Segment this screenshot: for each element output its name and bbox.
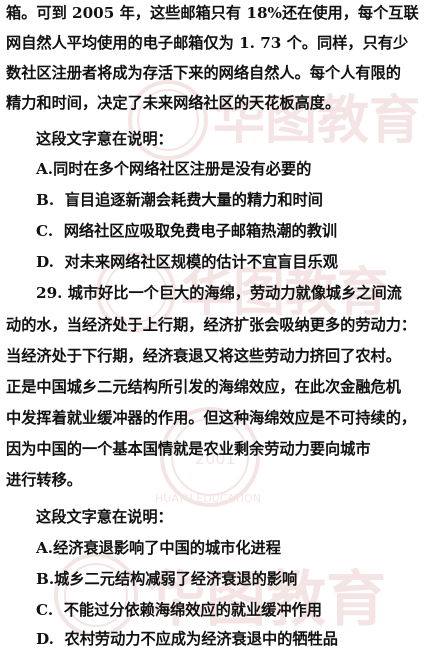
option-letter: B. <box>36 191 55 209</box>
option-b: B. 盲目追逐新潮会耗费大量的精力和时间 <box>36 189 422 211</box>
option-a: A.经济衰退影响了中国的城市化进程 <box>36 537 422 559</box>
option-text: 同时在多个网络社区注册是没有必要的 <box>53 160 312 178</box>
option-c: C. 网络社区应吸取免费电子邮箱热潮的教训 <box>36 220 422 242</box>
question-stem-line: 动的水，当经济处于上行期，经济扩张会吸纳更多的劳动力： <box>6 316 417 334</box>
option-c: C. 不能过分依赖海绵效应的就业缓冲作用 <box>36 599 422 621</box>
passage-line: 网自然人平均使用的电子邮箱仅为 1. 73 个。同样，只有少 <box>6 34 409 52</box>
question-prompt: 这段文字意在说明： <box>36 508 173 526</box>
option-text: 不能过分依赖海绵效应的就业缓冲作用 <box>63 601 322 619</box>
question-stem-line: 29. 城市好比一个巨大的海绵，劳动力就像城乡之间流 <box>36 284 402 302</box>
question-stem-line: 正是中国城乡二元结构所引发的海绵效应，在此次金融危机 <box>6 378 401 396</box>
option-d: D. 对未来网络社区规模的估计不宜盲目乐观 <box>36 251 422 273</box>
passage-line: 箱。可到 2005 年，这些邮箱只有 18%还在使用，每个互联 <box>6 4 419 22</box>
option-letter: A. <box>36 160 54 178</box>
passage-line: 精力和时间，决定了未来网络社区的天花板高度。 <box>6 94 341 112</box>
option-text: 对未来网络社区规模的估计不宜盲目乐观 <box>64 253 338 271</box>
option-letter: D. <box>36 253 54 271</box>
option-d: D. 农村劳动力不应成为经济衰退中的牺牲品 <box>36 628 422 650</box>
question-stem-line: 进行转移。 <box>6 471 82 489</box>
option-text: 城乡二元结构减弱了经济衰退的影响 <box>54 570 298 588</box>
watermark-en-text: HUATU EDUCATION <box>155 492 261 505</box>
option-text: 经济衰退影响了中国的城市化进程 <box>53 539 281 557</box>
question-stem-line: 中发挥着就业缓冲器的作用。但这种海绵效应是不可持续的， <box>6 409 417 427</box>
option-letter: C. <box>36 601 54 619</box>
question-prompt: 这段文字意在说明： <box>36 130 173 148</box>
passage-line: 数社区注册者将成为存活下来的网络自然人。每个人有限的 <box>6 64 401 82</box>
question-stem-line: 当经济处于下行期，经济衰退又将这些劳动力挤回了农村。 <box>6 347 401 365</box>
option-a: A.同时在多个网络社区注册是没有必要的 <box>36 158 422 180</box>
option-letter: B. <box>36 570 55 588</box>
question-stem-line: 因为中国的一个基本国情就是农业剩余劳动力要向城市 <box>6 440 371 458</box>
option-text: 盲目追逐新潮会耗费大量的精力和时间 <box>64 191 323 209</box>
option-text: 网络社区应吸取免费电子邮箱热潮的教训 <box>63 222 338 240</box>
option-b: B.城乡二元结构减弱了经济衰退的影响 <box>36 568 422 590</box>
option-letter: D. <box>36 630 54 648</box>
option-letter: C. <box>36 222 54 240</box>
option-text: 农村劳动力不应成为经济衰退中的牺牲品 <box>64 630 338 648</box>
option-letter: A. <box>36 539 54 557</box>
